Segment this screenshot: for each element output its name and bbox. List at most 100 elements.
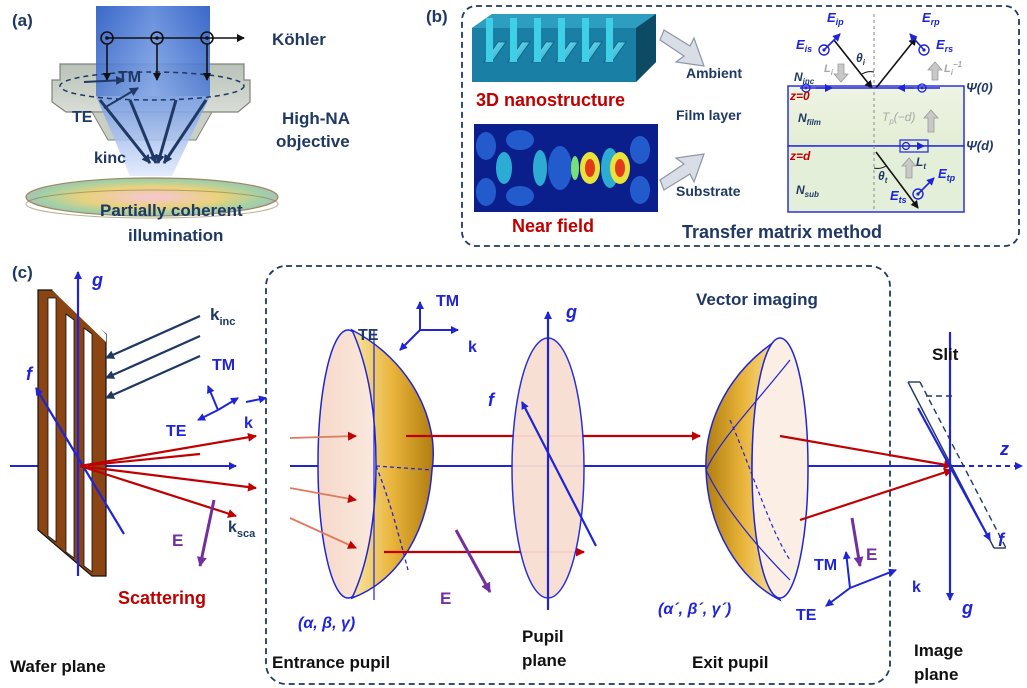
psi0-label: Ψ(0) [966, 80, 993, 95]
triad-exit [825, 551, 897, 607]
caption-line2: illumination [128, 226, 223, 245]
te-label-exit: TE [796, 607, 817, 624]
vector-imaging-frame [265, 265, 891, 685]
theta-i-label: θi [856, 51, 866, 67]
e-is-label: Eis [796, 37, 812, 54]
exit-angles: (α´, β´, γ´) [658, 601, 731, 618]
ksca-label: ksca [228, 519, 256, 540]
f-label-pupil: f [488, 390, 496, 410]
substrate-label: Substrate [676, 183, 741, 199]
g-label-wafer: g [91, 270, 103, 290]
entrance-pupil-label: Entrance pupil [272, 653, 390, 672]
e-label-exit: E [866, 545, 877, 564]
beam-column [96, 6, 210, 96]
f-label-image: f [998, 530, 1006, 550]
l-i-label: Li [824, 63, 834, 77]
focusing-rays [83, 75, 208, 164]
te-label-wafer: TE [166, 423, 187, 440]
nanostructure-title: 3D nanostructure [476, 90, 625, 110]
entrance-angles: (α, β, γ) [298, 615, 355, 632]
panel-c-tag: (c) [12, 263, 33, 282]
e-rs-label: Ers [936, 37, 953, 54]
layer-stack [787, 14, 965, 213]
method-title: Transfer matrix method [682, 222, 882, 242]
exit-rays [779, 434, 953, 522]
tm-label-a: TM [118, 69, 141, 86]
n-sub-label: Nsub [796, 183, 819, 199]
tm-label-exit: TM [814, 557, 837, 574]
pupil-ellipse [59, 71, 245, 101]
te-label-a: TE [72, 109, 93, 126]
image-plane-line2: plane [914, 665, 958, 684]
f-axis-image [917, 407, 991, 541]
g-label-pupil: g [565, 302, 577, 322]
psid-label: Ψ(d) [966, 138, 993, 153]
theta-t-label: θt [878, 169, 888, 185]
e-ts-label: Ets [890, 188, 907, 205]
entrance-pupil-lens [317, 328, 434, 600]
e-ip-label: Eip [827, 10, 844, 27]
triad-entrance [399, 301, 459, 351]
caption-line1: Partially coherent [100, 201, 243, 220]
l-i-inv-label: Li−1 [944, 60, 963, 77]
objective-label-line1: High-NA [282, 109, 350, 128]
panel-b-tag: (b) [426, 7, 448, 26]
kohler-label: Köhler [272, 30, 326, 49]
e-tp-label: Etp [938, 166, 956, 183]
e-label-wafer: E [172, 531, 183, 550]
tp-label: Tp(−d) [882, 110, 915, 126]
exit-pupil-label: Exit pupil [692, 653, 769, 672]
near-field-title: Near field [512, 216, 594, 236]
f-axis-wafer [35, 387, 125, 535]
kinc-arrows [105, 314, 201, 400]
slit-label: Slit [932, 345, 959, 364]
near-field-map [474, 124, 658, 212]
k-label-exit: k [912, 579, 921, 596]
e-field-wafer [196, 499, 216, 567]
l-t-label: Lt [916, 155, 926, 171]
kinc-label-c: kinc [210, 305, 235, 328]
f-axis-pupil [521, 401, 597, 547]
kohler-arrows [100, 31, 245, 81]
e-field-exit [850, 517, 864, 567]
objective-label-line2: objective [276, 132, 350, 151]
te-label-lens: TE [358, 327, 379, 344]
ambient-label: Ambient [686, 65, 742, 81]
image-plane-line1: Image [914, 641, 963, 660]
k-label-wafer: k [244, 415, 253, 432]
triad-wafer [197, 385, 267, 421]
vector-imaging-title: Vector imaging [696, 290, 818, 309]
e-field-entrance [454, 529, 492, 593]
exit-pupil-lens [705, 337, 809, 602]
n-film-label: Nfilm [798, 111, 821, 127]
ambient-arrow [659, 29, 705, 67]
nanostructure-model [472, 14, 656, 82]
wafer-plane-label: Wafer plane [10, 657, 106, 676]
panel-b-frame [461, 5, 1020, 247]
e-label-entrance: E [440, 589, 451, 608]
pupil-plane-line2: plane [522, 651, 566, 670]
pupil-plane-line1: Pupil [522, 627, 564, 646]
e-rp-label: Erp [922, 10, 940, 27]
tm-label-wafer: TM [212, 357, 235, 374]
scattered-rays [79, 432, 257, 518]
kinc-label-a: kinc [94, 150, 126, 167]
wafer-edge [25, 189, 279, 219]
tm-label-entrance: TM [436, 293, 459, 310]
scattering-label: Scattering [118, 588, 206, 608]
z-label: z [999, 439, 1009, 459]
panel-b: (b) 3D nano [426, 5, 1020, 247]
f-label-wafer: f [26, 364, 34, 384]
panel-a: (a) Köhler TM TE [12, 6, 350, 245]
panel-c: (c) Vector imaging g f kinc [10, 263, 1023, 685]
panel-a-tag: (a) [12, 11, 33, 30]
g-label-image: g [961, 598, 973, 618]
n-inc-label: Ninc [794, 70, 815, 86]
wafer-grating [37, 289, 107, 577]
z0-label: z=0 [789, 89, 810, 103]
substrate-arrow [659, 153, 705, 191]
zd-label: z=d [789, 149, 811, 163]
wafer-disc [25, 177, 279, 217]
k-label-entrance: k [468, 339, 477, 356]
